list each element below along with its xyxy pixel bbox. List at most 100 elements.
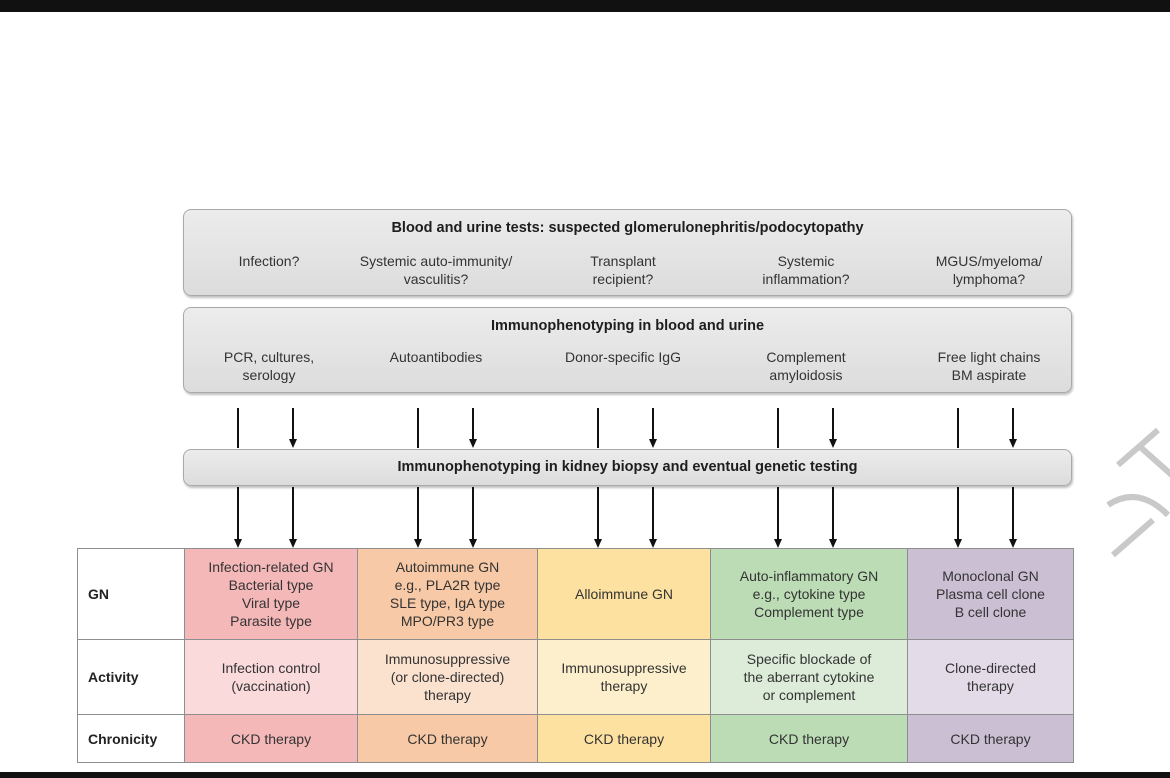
box2-item-5: Free light chains BM aspirate bbox=[894, 348, 1084, 384]
cell-line: Autoimmune GN bbox=[395, 559, 500, 575]
cell-activity-5: Clone-directed therapy bbox=[907, 639, 1074, 715]
cell-line: Immunosuppressive bbox=[384, 651, 511, 667]
cell-line: therapy bbox=[424, 687, 471, 703]
cell-line: Viral type bbox=[241, 595, 301, 611]
blood-urine-tests-title: Blood and urine tests: suspected glomeru… bbox=[391, 220, 864, 236]
cell-line: B cell clone bbox=[954, 604, 1027, 620]
cell-line: SLE type, IgA type bbox=[389, 595, 506, 611]
box2-item-2-line: Autoantibodies bbox=[389, 349, 483, 365]
arrow-upper-3-head bbox=[649, 439, 657, 448]
cell-line: (vaccination) bbox=[231, 678, 311, 694]
cell-line: CKD therapy bbox=[768, 730, 850, 747]
arrow-lower-right-3-head bbox=[649, 539, 657, 548]
cell-line: Immunosuppressive bbox=[561, 660, 687, 676]
cell-line: CKD therapy bbox=[407, 730, 488, 747]
box2-item-5-line: Free light chains bbox=[937, 349, 1041, 365]
cell-activity-4: Specific blockade of the aberrant cytokin… bbox=[710, 639, 908, 715]
box1-item-2: Systemic auto-immunity/vasculitis? bbox=[341, 252, 531, 288]
cell-chronicity-2: CKD therapy bbox=[357, 714, 538, 763]
row-header-chronicity: Chronicity bbox=[77, 714, 185, 763]
arrow-upper-1-head bbox=[289, 439, 297, 448]
kidney-biopsy-box: Immunophenotyping in kidney biopsy and e… bbox=[183, 449, 1072, 486]
arrow-lower-left-1-head bbox=[234, 539, 242, 548]
cell-line: CKD therapy bbox=[950, 730, 1031, 747]
box1-item-4-line: inflammation? bbox=[762, 271, 850, 287]
row-header-activity: Activity bbox=[77, 639, 185, 715]
watermark-mark bbox=[1106, 427, 1170, 558]
cell-line: Monoclonal GN bbox=[942, 568, 1039, 584]
cell-line: therapy bbox=[600, 678, 648, 694]
kidney-biopsy-title: Immunophenotyping in kidney biopsy and e… bbox=[397, 459, 858, 475]
arrow-lower-right-5-head bbox=[1009, 539, 1017, 548]
immunophenotyping-blood-urine-box: Immunophenotyping in blood and urine PCR… bbox=[183, 307, 1072, 393]
table-row-chronicity: Chronicity CKD therapy CKD therapy CKD ther… bbox=[77, 714, 1074, 763]
cell-line: therapy bbox=[967, 678, 1014, 694]
cell-line: CKD therapy bbox=[230, 730, 312, 747]
cell-line: Infection control bbox=[221, 660, 321, 676]
box2-item-3: Donor-specific IgG bbox=[528, 348, 718, 366]
blood-urine-tests-box: Blood and urine tests: suspected glomeru… bbox=[183, 209, 1072, 296]
cell-line: Clone-directed bbox=[944, 660, 1037, 676]
arrow-lower-left-4-head bbox=[774, 539, 782, 548]
cell-line: Infection-related GN bbox=[208, 559, 334, 575]
bottom-border bbox=[0, 772, 1170, 778]
cell-chronicity-5: CKD therapy bbox=[907, 714, 1074, 763]
cell-line: e.g., cytokine type bbox=[752, 586, 866, 602]
box2-item-5-line: BM aspirate bbox=[951, 367, 1027, 383]
box2-item-1-line: serology bbox=[242, 367, 296, 383]
box1-item-5: MGUS/myeloma/lymphoma? bbox=[894, 252, 1084, 288]
box1-item-4-line: Systemic bbox=[777, 253, 835, 269]
arrow-upper-4-head bbox=[829, 439, 837, 448]
cell-line: Alloimmune GN bbox=[574, 586, 674, 602]
cell-line: or complement bbox=[762, 687, 856, 703]
box2-item-1-line: PCR, cultures, bbox=[223, 349, 315, 365]
box2-item-4-line: Complement bbox=[766, 349, 846, 365]
cell-line: (or clone-directed) bbox=[390, 669, 505, 685]
cell-gn-3: Alloimmune GN bbox=[537, 548, 711, 640]
box2-item-4: Complement amyloidosis bbox=[711, 348, 901, 384]
box2-item-3-line: Donor-specific IgG bbox=[565, 349, 681, 365]
cell-chronicity-1: CKD therapy bbox=[184, 714, 358, 763]
cell-activity-2: Immunosuppressive (or clone-directed) ther… bbox=[357, 639, 538, 715]
box2-item-4-line: amyloidosis bbox=[769, 367, 843, 383]
box1-item-5-line: MGUS/myeloma/ bbox=[935, 253, 1043, 269]
cell-line: Complement type bbox=[754, 604, 864, 620]
cell-chronicity-4: CKD therapy bbox=[710, 714, 908, 763]
immunophenotyping-blood-urine-title: Immunophenotyping in blood and urine bbox=[490, 318, 765, 334]
arrow-lower-left-2-head bbox=[414, 539, 422, 548]
cell-activity-3: Immunosuppressive therapy bbox=[537, 639, 711, 715]
box2-item-2: Autoantibodies bbox=[341, 348, 531, 366]
arrow-lower-left-5-head bbox=[954, 539, 962, 548]
box1-item-3-line: Transplant bbox=[590, 253, 656, 269]
box2-item-1: PCR, cultures, serology bbox=[174, 348, 364, 384]
cell-gn-5: Monoclonal GN Plasma cell clone B cell clo… bbox=[907, 548, 1074, 640]
arrow-lower-right-1-head bbox=[289, 539, 297, 548]
box1-item-1: Infection? bbox=[174, 252, 364, 270]
cell-line: MPO/PR3 type bbox=[400, 613, 495, 629]
cell-line: Parasite type bbox=[230, 613, 312, 629]
cell-activity-1: Infection control (vaccination) bbox=[184, 639, 358, 715]
row-header-gn: GN bbox=[77, 548, 185, 640]
cell-line: Specific blockade of bbox=[746, 651, 872, 667]
cell-line: Plasma cell clone bbox=[936, 586, 1045, 602]
table-row-activity: Activity Infection control (vaccination) Im… bbox=[77, 639, 1074, 715]
box1-item-5-line: lymphoma? bbox=[952, 271, 1026, 287]
box1-item-3: Transplant recipient? bbox=[528, 252, 718, 288]
arrow-upper-2-head bbox=[469, 439, 477, 448]
top-border bbox=[0, 0, 1170, 12]
box1-item-3-line: recipient? bbox=[592, 271, 654, 287]
cell-line: CKD therapy bbox=[583, 730, 665, 747]
arrow-lower-left-3-head bbox=[594, 539, 602, 548]
box1-item-2-line: vasculitis? bbox=[403, 271, 469, 287]
cell-line: the aberrant cytokine bbox=[743, 669, 875, 685]
arrow-lower-right-4-head bbox=[829, 539, 837, 548]
box1-item-2-line: Systemic auto-immunity/ bbox=[359, 253, 513, 269]
box1-item-1-line: Infection? bbox=[238, 253, 300, 269]
cell-line: Bacterial type bbox=[228, 577, 314, 593]
cell-line: e.g., PLA2R type bbox=[394, 577, 501, 593]
cell-chronicity-3: CKD therapy bbox=[537, 714, 711, 763]
